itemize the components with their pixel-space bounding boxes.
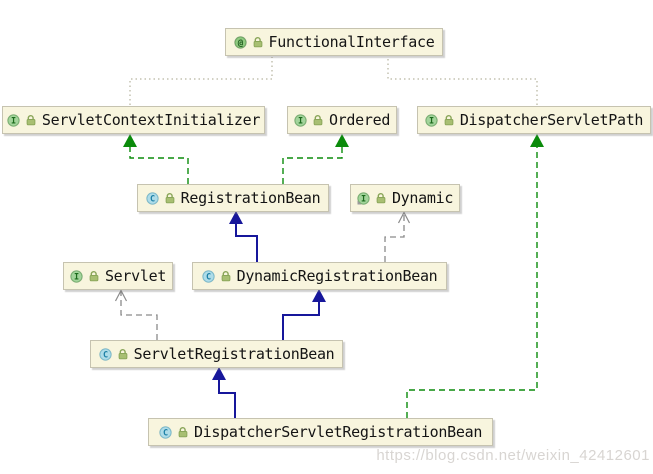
node-label: Servlet — [104, 267, 167, 285]
arrowhead-filled-triangle-icon — [312, 289, 326, 302]
edge-extends-DynamicRegistrationBean-to-RegistrationBean — [235, 224, 258, 262]
node-DynamicRegistrationBean[interactable]: C DynamicRegistrationBean — [192, 262, 447, 290]
node-label: ServletRegistrationBean — [133, 345, 335, 363]
node-label: ServletContextInitializer — [41, 111, 261, 129]
node-DispatcherServletPath[interactable]: I DispatcherServletPath — [417, 106, 651, 134]
svg-text:I: I — [11, 116, 16, 126]
arrowhead-filled-triangle-icon — [212, 367, 226, 380]
class-icon: C — [145, 191, 159, 205]
node-ServletContextInitializer[interactable]: I ServletContextInitializer — [2, 106, 265, 134]
node-label: FunctionalInterface — [268, 33, 435, 51]
edge-depends-DynamicRegistrationBean-to-Dynamic — [384, 213, 405, 262]
svg-text:C: C — [103, 350, 108, 360]
arrowhead-filled-triangle-icon — [123, 134, 137, 147]
lock-icon — [220, 270, 232, 282]
node-ServletRegistrationBean[interactable]: C ServletRegistrationBean — [90, 340, 343, 368]
node-label: Ordered — [328, 111, 391, 129]
lock-icon — [252, 36, 264, 48]
node-label: Dynamic — [391, 189, 454, 207]
arrowhead-filled-triangle-icon — [530, 134, 544, 147]
lock-icon — [164, 192, 176, 204]
node-label: DispatcherServletRegistrationBean — [193, 423, 483, 441]
edge-implements-RegistrationBean-to-ServletContextInitializer — [129, 146, 189, 184]
arrowhead-open-chevron-icon — [114, 289, 128, 302]
watermark: https://blog.csdn.net/weixin_42412601 — [376, 447, 650, 464]
lock-icon — [443, 114, 455, 126]
interface-icon: I — [294, 113, 307, 127]
svg-text:C: C — [150, 194, 155, 204]
node-DispatcherServletRegistrationBean[interactable]: C DispatcherServletRegistrationBean — [148, 418, 493, 446]
svg-text:C: C — [163, 428, 168, 438]
lock-icon — [312, 114, 324, 126]
lock-icon — [117, 348, 129, 360]
node-RegistrationBean[interactable]: C RegistrationBean — [137, 184, 329, 212]
node-Dynamic[interactable]: I Dynamic — [350, 184, 460, 212]
node-label: RegistrationBean — [180, 189, 321, 207]
svg-text:I: I — [429, 116, 434, 126]
lock-icon — [177, 426, 189, 438]
interface-icon: I — [425, 113, 438, 127]
annotation-icon: @ — [233, 35, 247, 49]
edge-depends-ServletRegistrationBean-to-Servlet — [120, 291, 158, 340]
lock-icon — [25, 114, 37, 126]
node-label: DispatcherServletPath — [459, 111, 644, 129]
node-Ordered[interactable]: I Ordered — [287, 106, 397, 134]
edge-implements-RegistrationBean-to-Ordered — [282, 146, 343, 184]
svg-text:I: I — [361, 194, 366, 204]
class-icon: C — [98, 347, 112, 361]
class-icon: C — [201, 269, 215, 283]
edge-extends-DispatcherServletRegistrationBean-to-ServletRegistrationBean — [218, 380, 236, 418]
interface-icon: I — [7, 113, 20, 127]
node-FunctionalInterface[interactable]: @ FunctionalInterface — [225, 28, 443, 56]
svg-text:I: I — [74, 272, 79, 282]
edge-implements-DispatcherServletRegistrationBean-to-DispatcherServletPath — [406, 146, 538, 418]
arrowhead-filled-triangle-icon — [229, 211, 243, 224]
edge-extends-ServletRegistrationBean-to-DynamicRegistrationBean — [282, 302, 320, 340]
node-label: DynamicRegistrationBean — [236, 267, 438, 285]
edge-annotation-DispatcherServletPath-to-FunctionalInterface — [387, 57, 538, 105]
interface-icon: I — [70, 269, 83, 283]
svg-text:C: C — [206, 272, 211, 282]
lock-icon — [375, 192, 387, 204]
svg-text:I: I — [298, 116, 303, 126]
arrowhead-open-chevron-icon — [397, 211, 411, 224]
svg-text:@: @ — [237, 38, 243, 48]
node-Servlet[interactable]: I Servlet — [63, 262, 173, 290]
arrowhead-filled-triangle-icon — [335, 134, 349, 147]
lock-icon — [88, 270, 100, 282]
class-icon: C — [159, 425, 172, 439]
interface-icon: I — [357, 191, 370, 205]
